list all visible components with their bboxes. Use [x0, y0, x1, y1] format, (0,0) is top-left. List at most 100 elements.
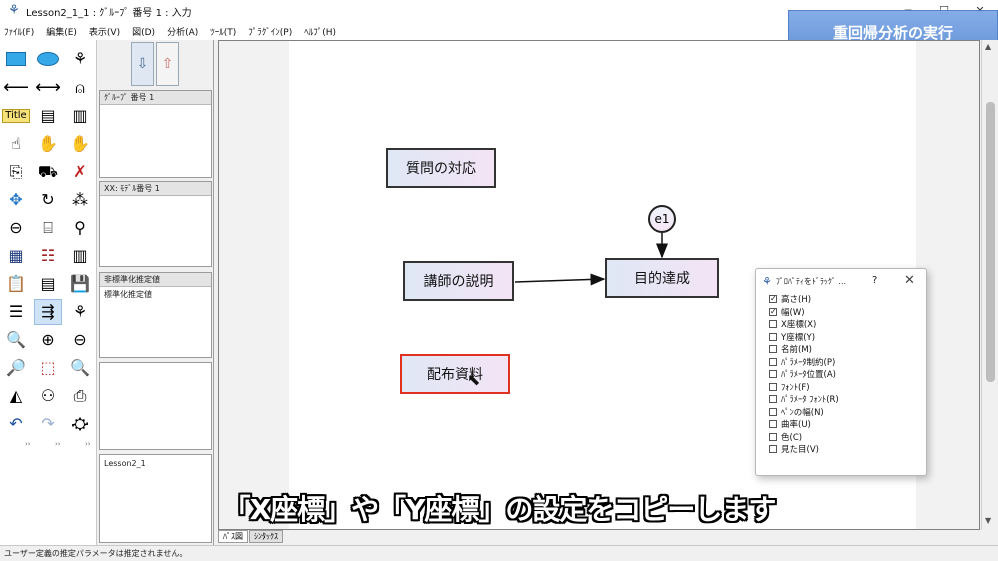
save-tool[interactable]: 💾: [66, 271, 94, 297]
copy-tool[interactable]: ⎘: [2, 159, 30, 185]
node-handout-material[interactable]: 配布資料: [400, 354, 510, 394]
scrollbar-thumb[interactable]: [986, 102, 995, 382]
scroll-down-icon[interactable]: ▼: [985, 516, 992, 525]
tab-syntax[interactable]: ｼﾝﾀｯｸｽ: [249, 530, 283, 543]
toolbox-more-2[interactable]: ››: [55, 440, 61, 448]
scroll-tool[interactable]: ⌸: [34, 215, 62, 241]
property-option-12[interactable]: 見た目(V): [756, 443, 926, 456]
property-option-8[interactable]: ﾊﾟﾗﾒｰﾀ ﾌｫﾝﾄ(R): [756, 393, 926, 406]
move-tool[interactable]: ⛟: [34, 159, 62, 185]
toolbox-more-3[interactable]: ››: [85, 440, 91, 448]
copy-to-clipboard-tool[interactable]: 📋: [2, 271, 30, 297]
deselect-all-tool[interactable]: ✋: [66, 131, 94, 157]
draw-latent-indicator-tool[interactable]: ⚘: [66, 46, 94, 72]
fit-to-page-tool[interactable]: ⬚: [34, 355, 62, 381]
select-data-file-tool[interactable]: ▦: [2, 243, 30, 269]
standardized-estimates-item[interactable]: 標準化推定値: [104, 290, 152, 299]
vertical-scrollbar[interactable]: ▲ ▼: [981, 40, 998, 530]
property-checkbox[interactable]: ✓: [769, 306, 777, 316]
bayesian-estimation-tool[interactable]: ◭: [2, 383, 30, 409]
menu-edit[interactable]: 編集(E): [46, 27, 77, 38]
property-checkbox[interactable]: [769, 407, 777, 416]
redo-tool[interactable]: ↷: [34, 411, 62, 437]
view-input-path-diagram-button[interactable]: ⇩: [131, 42, 154, 86]
multiple-group-analysis-tool[interactable]: ⚇: [34, 383, 62, 409]
property-option-4[interactable]: 名前(M): [756, 343, 926, 356]
node-teacher-explanation[interactable]: 講師の説明: [403, 261, 514, 301]
property-option-5[interactable]: ﾊﾟﾗﾒｰﾀ制約(P): [756, 356, 926, 369]
draw-observed-variable-tool[interactable]: [2, 46, 30, 72]
list-variables-in-dataset-tool[interactable]: ▥: [66, 103, 94, 129]
touch-up-tool[interactable]: ⚲: [66, 215, 94, 241]
specification-search-tool[interactable]: ⛮: [66, 411, 94, 437]
property-checkbox[interactable]: [769, 395, 777, 404]
dialog-help-button[interactable]: ?: [872, 275, 878, 286]
menu-tools[interactable]: ﾂｰﾙ(T): [210, 27, 237, 38]
node-question-response[interactable]: 質問の対応: [386, 148, 496, 188]
undo-tool[interactable]: ↶: [2, 411, 30, 437]
calculate-estimates-tool[interactable]: ▥: [66, 243, 94, 269]
property-checkbox[interactable]: [769, 357, 777, 366]
property-checkbox[interactable]: [769, 345, 777, 354]
property-option-11[interactable]: 色(C): [756, 431, 926, 444]
property-checkbox[interactable]: [769, 382, 777, 391]
menu-plugins[interactable]: ﾌﾟﾗｸﾞｲﾝ(P): [248, 27, 293, 38]
erase-tool[interactable]: ✗: [66, 159, 94, 185]
node-goal-achievement[interactable]: 目的達成: [605, 258, 719, 298]
draw-unobserved-variable-tool[interactable]: [34, 46, 62, 72]
property-checkbox[interactable]: ✓: [769, 294, 777, 304]
rotate-indicators-tool[interactable]: ↻: [34, 187, 62, 213]
property-option-2[interactable]: X座標(X): [756, 318, 926, 331]
file-list-item[interactable]: Lesson2_1: [104, 459, 146, 468]
zoom-in-tool[interactable]: ⊕: [34, 327, 62, 353]
print-tool[interactable]: ⎙: [66, 383, 94, 409]
preserve-symmetries-tool[interactable]: ⚘: [66, 299, 94, 325]
property-checkbox[interactable]: [769, 432, 777, 441]
scroll-up-icon[interactable]: ▲: [985, 42, 992, 51]
property-option-9[interactable]: ﾍﾟﾝの幅(N): [756, 406, 926, 419]
view-text-tool[interactable]: ▤: [34, 271, 62, 297]
unstandardized-estimates-item[interactable]: 非標準化推定値: [100, 273, 211, 287]
menu-view[interactable]: 表示(V): [88, 27, 121, 38]
error-variable-e1[interactable]: e1: [648, 205, 676, 233]
property-option-7[interactable]: ﾌｫﾝﾄ(F): [756, 381, 926, 394]
menu-help[interactable]: ﾍﾙﾌﾟ(H): [304, 27, 337, 38]
draw-covariance-tool[interactable]: ⟷: [34, 75, 62, 101]
group-list-item[interactable]: ｸﾞﾙｰﾌﾟ 番号 1: [100, 91, 211, 105]
property-option-1[interactable]: ✓幅(W): [756, 306, 926, 319]
change-shape-tool[interactable]: ✥: [2, 187, 30, 213]
property-checkbox[interactable]: [769, 332, 777, 341]
reflect-indicators-tool[interactable]: ⁂: [66, 187, 94, 213]
dialog-close-button[interactable]: ✕: [904, 273, 915, 288]
figure-caption-tool[interactable]: Title: [2, 103, 30, 129]
loupe-tool[interactable]: 🔍: [66, 355, 94, 381]
object-properties-tool[interactable]: ☰: [2, 299, 30, 325]
drag-properties-tool[interactable]: ⇶: [34, 299, 62, 325]
tab-path-diagram[interactable]: ﾊﾟｽ図: [218, 530, 248, 543]
property-option-0[interactable]: ✓高さ(H): [756, 293, 926, 306]
zoom-area-tool[interactable]: 🔍: [2, 327, 30, 353]
property-option-10[interactable]: 曲率(U): [756, 418, 926, 431]
property-checkbox[interactable]: [769, 320, 777, 329]
select-one-tool[interactable]: ☝: [2, 131, 30, 157]
property-option-6[interactable]: ﾊﾟﾗﾒｰﾀ位置(A): [756, 368, 926, 381]
double-arrow-icon: ⟷: [35, 77, 61, 98]
toolbox-more-1[interactable]: ››: [25, 440, 31, 448]
menu-diagram[interactable]: 図(D): [132, 27, 156, 38]
zoom-page-tool[interactable]: 🔎: [2, 355, 30, 381]
menu-analyze[interactable]: 分析(A): [167, 27, 199, 38]
view-output-path-diagram-button[interactable]: ⇧: [156, 42, 179, 86]
property-option-3[interactable]: Y座標(Y): [756, 331, 926, 344]
select-all-tool[interactable]: ✋: [34, 131, 62, 157]
list-variables-in-model-tool[interactable]: ▤: [34, 103, 62, 129]
property-checkbox[interactable]: [769, 420, 777, 429]
add-unique-variable-tool[interactable]: ⍝: [66, 75, 94, 101]
draw-path-tool[interactable]: ⟵: [2, 75, 30, 101]
menu-file[interactable]: ﾌｧｲﾙ(F): [4, 27, 35, 38]
analysis-properties-tool[interactable]: ☷: [34, 243, 62, 269]
zoom-out-tool[interactable]: ⊖: [66, 327, 94, 353]
property-checkbox[interactable]: [769, 370, 777, 379]
move-parameter-tool[interactable]: ⊖: [2, 215, 30, 241]
model-list-item[interactable]: XX: ﾓﾃﾞﾙ番号 1: [100, 182, 211, 196]
property-checkbox[interactable]: [769, 445, 777, 454]
